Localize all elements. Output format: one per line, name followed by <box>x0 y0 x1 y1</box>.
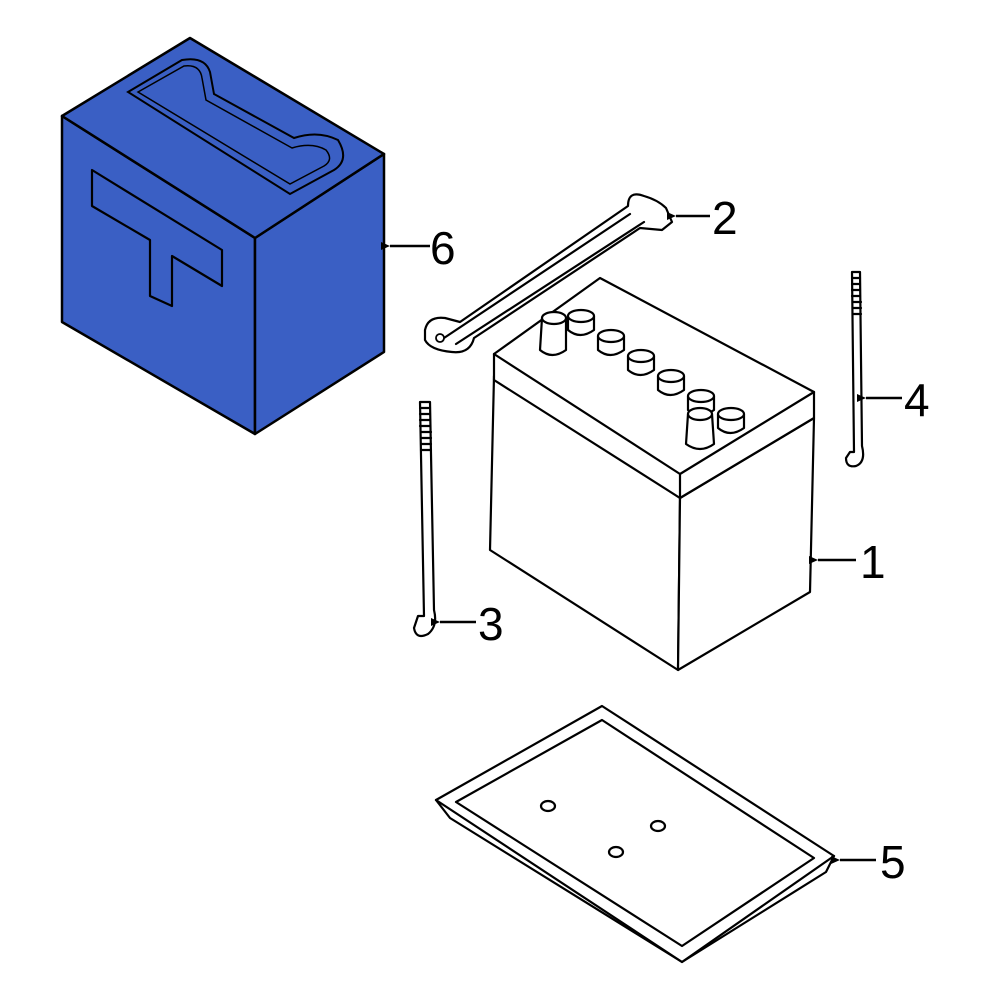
cover-top-face <box>60 36 386 240</box>
battery[interactable] <box>488 276 816 672</box>
callout-label-1: 1 <box>860 536 886 588</box>
callout-label-6: 6 <box>430 222 456 274</box>
callout-label-3: 3 <box>478 598 504 650</box>
clamp-hook-hole <box>435 333 445 343</box>
battery-tray[interactable] <box>434 704 836 964</box>
hold-down-rod-left[interactable] <box>412 400 437 638</box>
rod-left-thread <box>418 406 433 452</box>
hold-down-clamp[interactable] <box>423 193 674 354</box>
battery-lid-edge <box>492 352 816 500</box>
tray-hole-1 <box>539 799 557 813</box>
cover-top-cutout <box>126 58 345 196</box>
tray-inner-rim <box>454 718 816 948</box>
callout-label-2: 2 <box>712 192 738 244</box>
rod-right-thread <box>850 276 863 316</box>
rod-left-shaft <box>412 400 437 638</box>
callout-label-4: 4 <box>904 374 930 426</box>
clamp-rib <box>442 212 646 346</box>
hold-down-rod-right[interactable] <box>844 270 865 468</box>
cover-top-cutout-inner <box>136 65 331 185</box>
battery-terminal-left <box>538 310 568 357</box>
clamp-body <box>423 193 674 354</box>
tray-hole-3 <box>607 845 625 859</box>
battery-terminal-right <box>684 406 716 451</box>
insulator-cover[interactable] <box>60 36 386 436</box>
rod-right-shaft <box>844 270 865 468</box>
cover-t-emboss <box>90 168 224 308</box>
tray-outer-rim <box>434 704 836 964</box>
callout-label-5: 5 <box>880 836 906 888</box>
tray-hole-2 <box>649 819 667 833</box>
